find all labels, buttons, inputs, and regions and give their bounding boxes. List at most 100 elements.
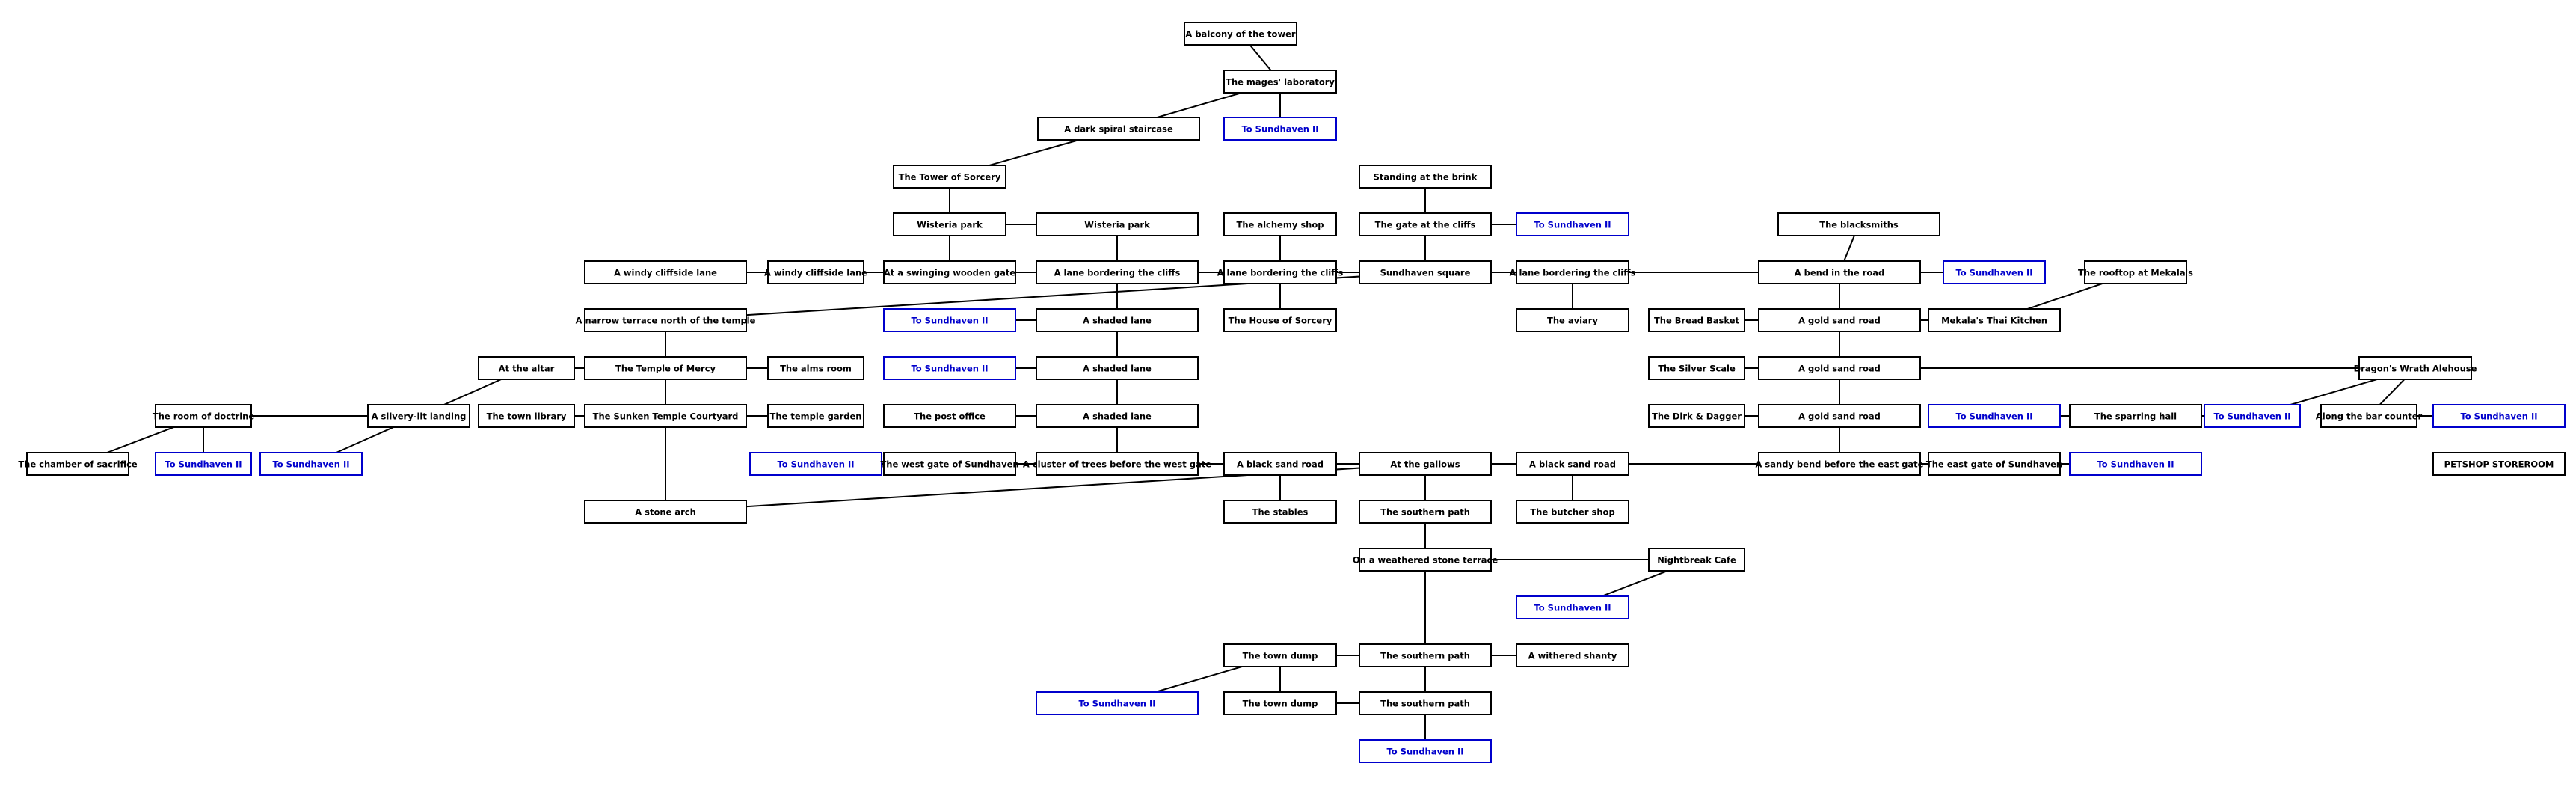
room-node-altar[interactable]: At the altar bbox=[478, 356, 575, 380]
room-node-silvery[interactable]: A silvery-lit landing bbox=[367, 404, 470, 428]
room-node-alms[interactable]: The alms room bbox=[767, 356, 864, 380]
room-node-lanecliff2[interactable]: A lane bordering the cliffs bbox=[1217, 260, 1344, 284]
room-node-dragon[interactable]: Dragon's Wrath Alehouse bbox=[2354, 356, 2477, 380]
room-node-shaded3[interactable]: A shaded lane bbox=[1036, 404, 1199, 428]
room-node-rooftop[interactable]: The rooftop at Mekala's bbox=[2078, 260, 2193, 284]
room-node-shanty[interactable]: A withered shanty bbox=[1516, 643, 1629, 667]
room-box bbox=[584, 500, 747, 524]
room-node-gallows[interactable]: At the gallows bbox=[1359, 452, 1492, 476]
room-box bbox=[893, 165, 1006, 189]
room-node-blacksand1[interactable]: A black sand road bbox=[1223, 452, 1337, 476]
room-node-balcony[interactable]: A balcony of the tower bbox=[1184, 22, 1297, 46]
exit-node-sund2[interactable]: To Sundhaven II bbox=[1516, 212, 1629, 236]
room-node-spiral[interactable]: A dark spiral staircase bbox=[1037, 117, 1200, 141]
room-label: To Sundhaven II bbox=[1955, 268, 2032, 278]
room-node-wist1[interactable]: Wisteria park bbox=[893, 212, 1006, 236]
exit-node-sund14[interactable]: To Sundhaven II bbox=[1036, 691, 1199, 715]
room-node-doctrine[interactable]: The room of doctrine bbox=[153, 404, 254, 428]
room-node-house_sorc[interactable]: The House of Sorcery bbox=[1223, 308, 1337, 332]
room-label: To Sundhaven II bbox=[1241, 124, 1318, 135]
exit-node-sund4[interactable]: To Sundhaven II bbox=[883, 308, 1016, 332]
room-node-sandybend[interactable]: A sandy bend before the east gate bbox=[1756, 452, 1924, 476]
room-node-blacksmiths[interactable]: The blacksmiths bbox=[1777, 212, 1940, 236]
room-node-eastgate[interactable]: The east gate of Sundhaven bbox=[1926, 452, 2062, 476]
room-label: To Sundhaven II bbox=[1386, 747, 1463, 757]
room-node-bread[interactable]: The Bread Basket bbox=[1648, 308, 1745, 332]
exit-node-sund7[interactable]: To Sundhaven II bbox=[2204, 404, 2301, 428]
room-node-alchemy[interactable]: The alchemy shop bbox=[1223, 212, 1337, 236]
room-box bbox=[1516, 260, 1629, 284]
room-node-westgate[interactable]: The west gate of Sundhaven bbox=[880, 452, 1019, 476]
room-box bbox=[2204, 404, 2301, 428]
exit-node-sund3[interactable]: To Sundhaven II bbox=[1943, 260, 2046, 284]
room-node-mercy[interactable]: The Temple of Mercy bbox=[584, 356, 747, 380]
room-node-stables[interactable]: The stables bbox=[1223, 500, 1337, 524]
room-node-square[interactable]: Sundhaven square bbox=[1359, 260, 1492, 284]
room-node-goldsand3[interactable]: A gold sand road bbox=[1758, 404, 1921, 428]
room-node-windy2[interactable]: A windy cliffside lane bbox=[764, 260, 867, 284]
room-node-wist2[interactable]: Wisteria park bbox=[1036, 212, 1199, 236]
room-node-dirk[interactable]: The Dirk & Dagger bbox=[1648, 404, 1745, 428]
room-node-sparring[interactable]: The sparring hall bbox=[2069, 404, 2202, 428]
room-node-tower[interactable]: The Tower of Sorcery bbox=[893, 165, 1006, 189]
exit-node-sund15[interactable]: To Sundhaven II bbox=[1359, 739, 1492, 763]
room-box bbox=[1516, 212, 1629, 236]
room-node-lanecliff1[interactable]: A lane bordering the cliffs bbox=[1036, 260, 1199, 284]
room-label: Nightbreak Cafe bbox=[1657, 555, 1736, 566]
room-node-gate_cliffs[interactable]: The gate at the cliffs bbox=[1359, 212, 1492, 236]
room-node-swinggate[interactable]: At a swinging wooden gate bbox=[883, 260, 1016, 284]
room-box bbox=[1036, 404, 1199, 428]
exit-node-sund1[interactable]: To Sundhaven II bbox=[1223, 117, 1337, 141]
room-label: A lane bordering the cliffs bbox=[1217, 268, 1344, 278]
room-node-goldsand2[interactable]: A gold sand road bbox=[1758, 356, 1921, 380]
room-node-post[interactable]: The post office bbox=[883, 404, 1016, 428]
room-label: The alms room bbox=[780, 364, 852, 374]
room-node-southpath2[interactable]: The southern path bbox=[1359, 643, 1492, 667]
room-node-aviary[interactable]: The aviary bbox=[1516, 308, 1629, 332]
room-box bbox=[1223, 212, 1337, 236]
room-node-brink[interactable]: Standing at the brink bbox=[1359, 165, 1492, 189]
room-node-southpath1[interactable]: The southern path bbox=[1359, 500, 1492, 524]
room-node-butcher[interactable]: The butcher shop bbox=[1516, 500, 1629, 524]
exit-node-sund9[interactable]: To Sundhaven II bbox=[155, 452, 252, 476]
room-node-silver[interactable]: The Silver Scale bbox=[1648, 356, 1745, 380]
room-label: To Sundhaven II bbox=[2460, 411, 2537, 422]
exit-node-sund6[interactable]: To Sundhaven II bbox=[1928, 404, 2061, 428]
exit-node-sund13[interactable]: To Sundhaven II bbox=[1516, 595, 1629, 619]
room-box bbox=[749, 452, 882, 476]
room-box bbox=[1648, 308, 1745, 332]
room-node-stonearch[interactable]: A stone arch bbox=[584, 500, 747, 524]
room-node-library[interactable]: The town library bbox=[478, 404, 575, 428]
room-node-sacrifice[interactable]: The chamber of sacrifice bbox=[18, 452, 138, 476]
room-node-petshop[interactable]: PETSHOP STOREROOM bbox=[2432, 452, 2566, 476]
room-node-windy1[interactable]: A windy cliffside lane bbox=[584, 260, 747, 284]
room-label: To Sundhaven II bbox=[911, 316, 988, 326]
room-node-cluster[interactable]: A cluster of trees before the west gate bbox=[1023, 452, 1211, 476]
exit-node-sund12[interactable]: To Sundhaven II bbox=[2069, 452, 2202, 476]
room-node-southpath3[interactable]: The southern path bbox=[1359, 691, 1492, 715]
exit-node-sund8[interactable]: To Sundhaven II bbox=[2432, 404, 2566, 428]
room-box bbox=[883, 452, 1016, 476]
exit-node-sund10[interactable]: To Sundhaven II bbox=[259, 452, 363, 476]
room-node-weathered[interactable]: On a weathered stone terrace bbox=[1353, 548, 1498, 572]
exit-node-sund5[interactable]: To Sundhaven II bbox=[883, 356, 1016, 380]
room-node-nightbreak[interactable]: Nightbreak Cafe bbox=[1648, 548, 1745, 572]
room-node-lanecliff3[interactable]: A lane bordering the cliffs bbox=[1510, 260, 1636, 284]
room-node-lab[interactable]: The mages' laboratory bbox=[1223, 70, 1337, 94]
room-node-barcounter[interactable]: Along the bar counter bbox=[2316, 404, 2423, 428]
room-node-dump1[interactable]: The town dump bbox=[1223, 643, 1337, 667]
room-node-sunken[interactable]: The Sunken Temple Courtyard bbox=[584, 404, 747, 428]
room-node-blacksand2[interactable]: A black sand road bbox=[1516, 452, 1629, 476]
room-node-tgarden[interactable]: The temple garden bbox=[767, 404, 864, 428]
room-label: At a swinging wooden gate bbox=[884, 268, 1015, 278]
room-node-terrace_n[interactable]: A narrow terrace north of the temple bbox=[576, 308, 756, 332]
room-label: The alchemy shop bbox=[1237, 220, 1324, 230]
room-label: A lane bordering the cliffs bbox=[1054, 268, 1181, 278]
room-node-goldsand1[interactable]: A gold sand road bbox=[1758, 308, 1921, 332]
room-node-shaded2[interactable]: A shaded lane bbox=[1036, 356, 1199, 380]
exit-node-sund11[interactable]: To Sundhaven II bbox=[749, 452, 882, 476]
room-node-shaded1[interactable]: A shaded lane bbox=[1036, 308, 1199, 332]
room-node-dump2[interactable]: The town dump bbox=[1223, 691, 1337, 715]
room-node-thai[interactable]: Mekala's Thai Kitchen bbox=[1928, 308, 2061, 332]
room-node-bend[interactable]: A bend in the road bbox=[1758, 260, 1921, 284]
